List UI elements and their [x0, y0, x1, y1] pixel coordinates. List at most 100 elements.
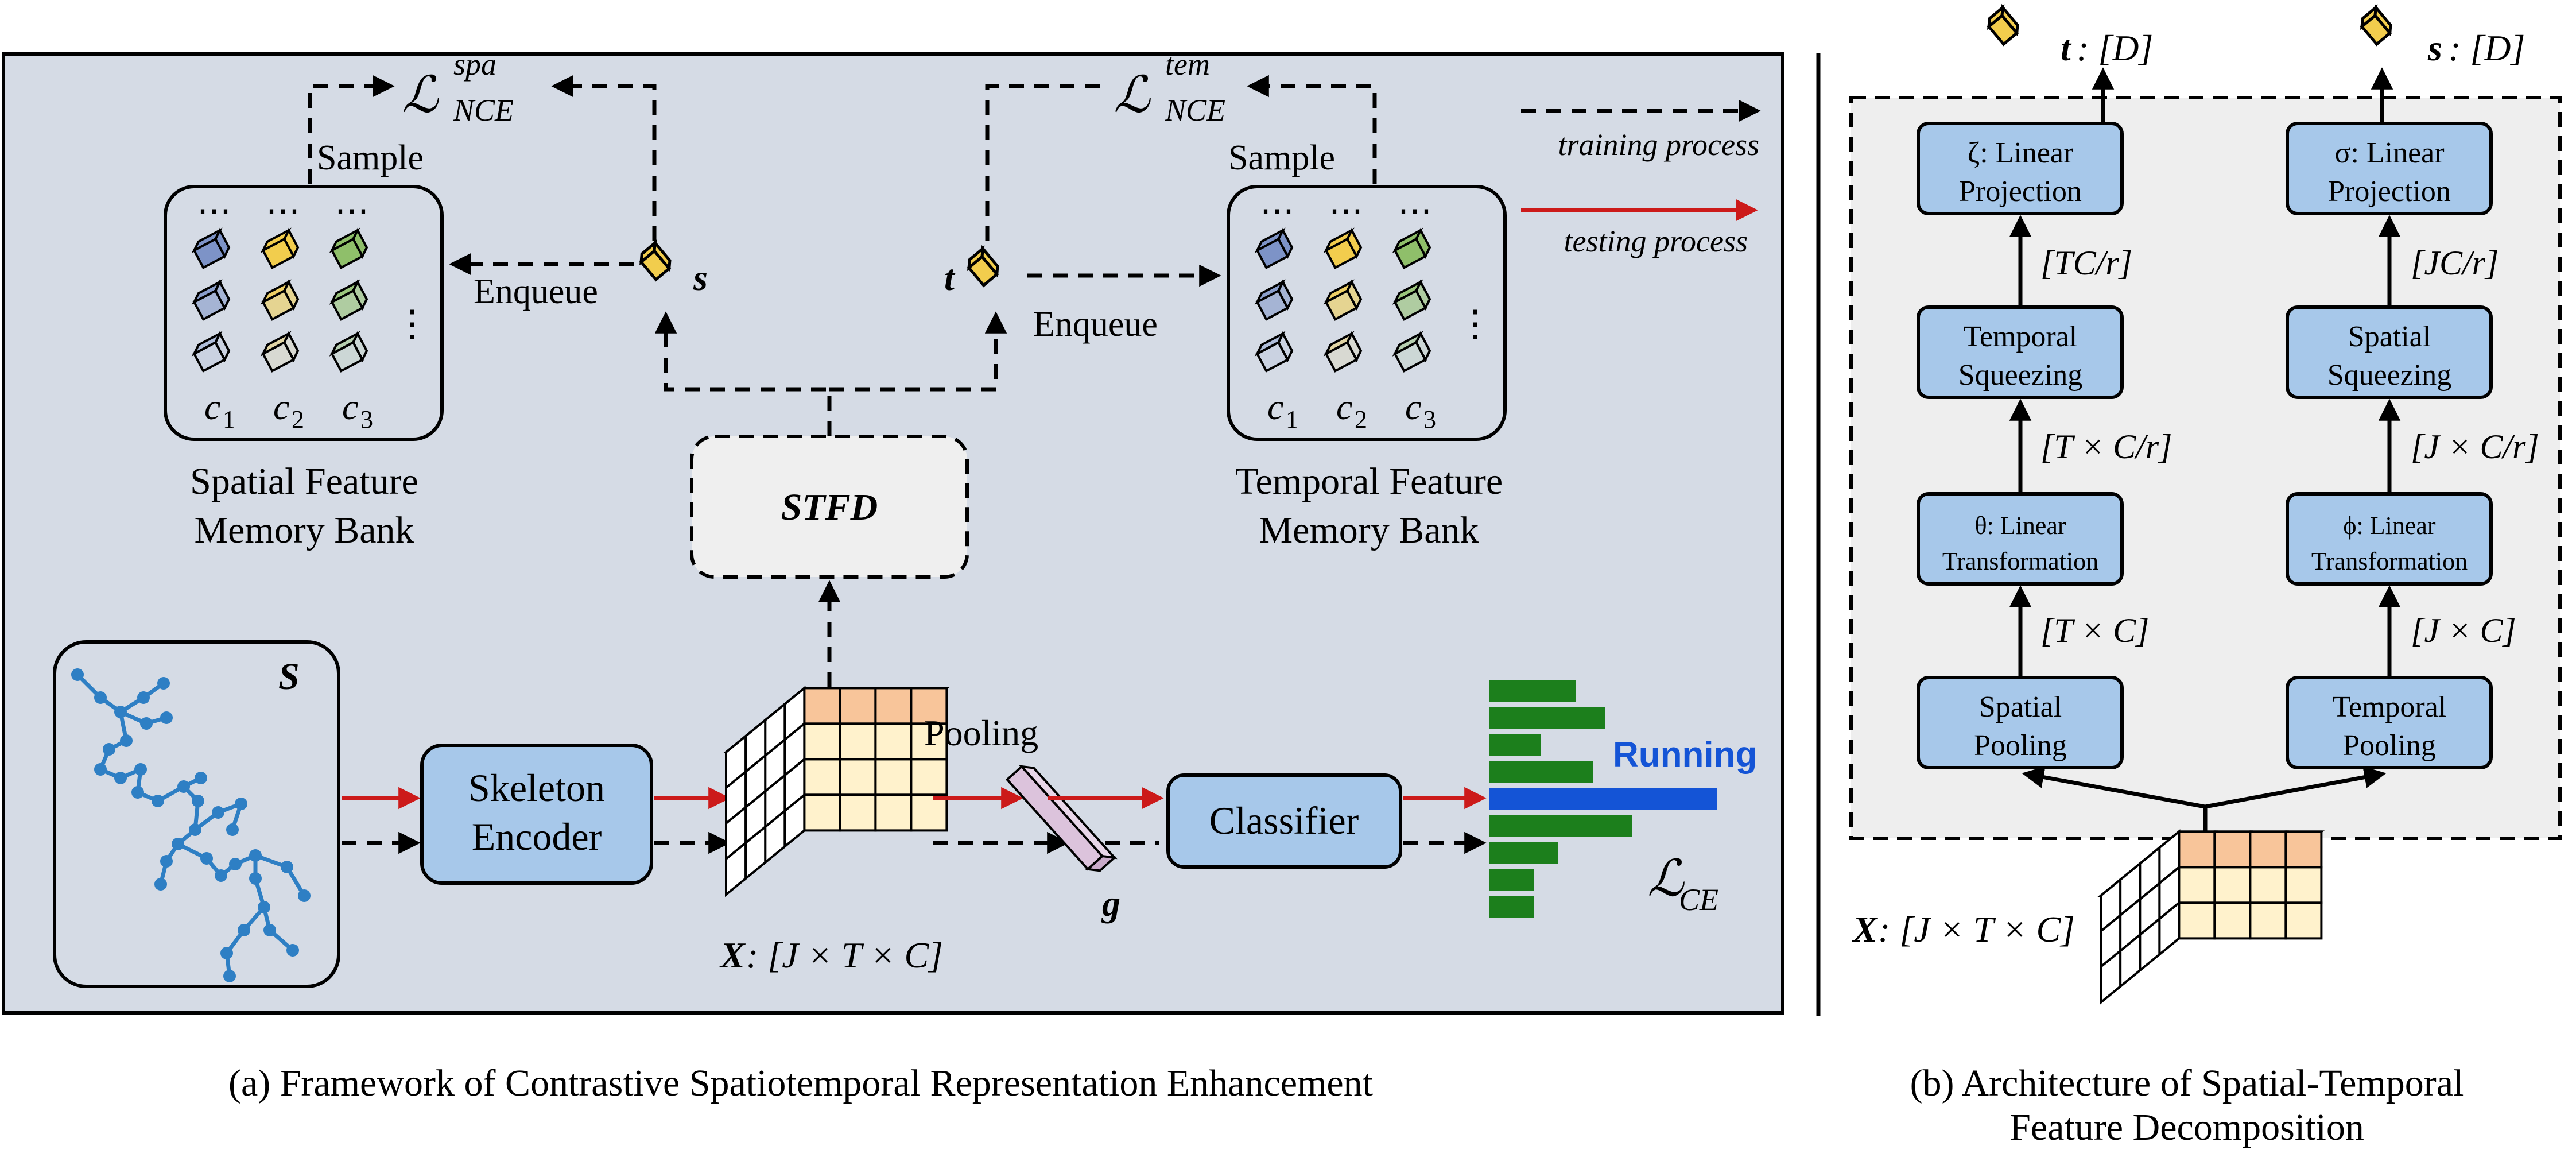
- zeta-projection-1: ζ: Linear: [1968, 137, 2074, 169]
- score-bar: [1489, 734, 1541, 756]
- sample-right-label: Sample: [1228, 138, 1335, 177]
- class-label: c: [1405, 386, 1421, 427]
- sigma-projection-1: σ: Linear: [2334, 137, 2444, 169]
- feature-grid-x: [723, 686, 951, 897]
- grid-front-cell: [2178, 830, 2216, 869]
- skeleton-joint: [134, 763, 147, 776]
- skeleton-joint: [189, 823, 201, 836]
- skeleton-joint: [154, 878, 167, 891]
- skeleton-joint: [120, 734, 133, 747]
- skeleton-joint: [103, 743, 115, 756]
- memory-cube: [1323, 331, 1363, 373]
- theta-transformation-1: θ: Linear: [1974, 512, 2066, 540]
- grid-front-cell: [874, 722, 913, 761]
- phi-transformation-2: Transformation: [2311, 547, 2468, 575]
- spatial-pooling-1: Spatial: [1979, 691, 2062, 723]
- temporal-pooling-2: Pooling: [2343, 729, 2436, 762]
- left-dim-top: [TC/r]: [2040, 244, 2132, 282]
- classifier-box: [1166, 773, 1402, 869]
- skeleton-joint: [215, 869, 227, 882]
- sample-left-label: Sample: [317, 138, 424, 177]
- spatial-pooling-box: [1917, 676, 2124, 769]
- skeleton-joint: [235, 798, 247, 810]
- class-score-bars: [1489, 680, 1717, 918]
- skeleton-joint: [258, 901, 270, 913]
- memory-cube: [1254, 227, 1294, 269]
- memory-cube: [191, 227, 231, 269]
- class-label: c: [1336, 386, 1352, 427]
- skeleton-joint: [71, 668, 84, 681]
- running-label: Running: [1613, 735, 1757, 775]
- theta-transformation-box: [1917, 492, 2124, 586]
- caption-b-2: Feature Decomposition: [2009, 1106, 2364, 1148]
- legend: training process testing process: [1521, 99, 1761, 258]
- class-label: c: [1267, 386, 1283, 427]
- skeleton-joint: [152, 795, 164, 807]
- score-bar: [1489, 842, 1558, 864]
- phi-transformation-1: ϕ: Linear: [2343, 512, 2436, 540]
- skeleton-joint: [220, 947, 233, 959]
- score-bar: [1489, 869, 1534, 891]
- skeleton-joint: [160, 711, 173, 724]
- grid-front-cell: [803, 687, 841, 725]
- phi-transformation-box: [2286, 492, 2493, 586]
- skeleton-joint: [114, 706, 127, 718]
- spatial-squeezing-1: Spatial: [2348, 320, 2431, 353]
- sigma-projection-box: [2286, 122, 2493, 215]
- skeleton-joint: [114, 772, 127, 784]
- s-label: s: [693, 257, 708, 298]
- grid-front-cell: [2213, 830, 2252, 869]
- grid-front-cell: [803, 793, 841, 832]
- right-dim-top: [JC/r]: [2411, 244, 2499, 282]
- memory-cube: [1392, 227, 1431, 269]
- grid-front-cell: [839, 758, 877, 796]
- class-label: c: [273, 386, 289, 427]
- memory-cube: [1392, 331, 1431, 373]
- grid-front-cell: [2284, 830, 2323, 869]
- memory-cube: [1254, 279, 1294, 321]
- spatial-pooling-2: Pooling: [1974, 729, 2067, 762]
- legend-training-text: training process: [1558, 127, 1760, 162]
- grid-front-cell: [2213, 901, 2252, 940]
- skeleton-joint: [94, 763, 107, 776]
- temporal-pooling-box: [2286, 676, 2493, 769]
- bank-dots: ⋯: [1398, 192, 1432, 230]
- feature-grid-x-b: [2097, 829, 2325, 1005]
- temporal-bank-title-2: Memory Bank: [1259, 509, 1479, 551]
- grid-front-cell: [910, 758, 948, 796]
- temporal-bank-title-1: Temporal Feature: [1235, 460, 1503, 502]
- right-dim-bot: [J × C]: [2411, 611, 2516, 649]
- memory-cube: [191, 331, 231, 373]
- x-label-bold: X: [719, 935, 746, 976]
- caption-a: (a) Framework of Contrastive Spatiotempo…: [228, 1062, 1373, 1104]
- skeleton-joint: [263, 924, 276, 936]
- t-label: t: [944, 257, 956, 298]
- skeleton-joint: [229, 858, 242, 870]
- grid-front-cell: [2249, 866, 2287, 904]
- right-dim-mid: [J × C/r]: [2411, 428, 2539, 466]
- skeleton-joint: [249, 872, 262, 885]
- score-bar: [1489, 761, 1593, 783]
- grid-front-cell: [803, 758, 841, 796]
- grid-front-cell: [2284, 866, 2323, 904]
- pooled-feature-bar: [1005, 765, 1118, 872]
- spatial-bank-title-1: Spatial Feature: [190, 460, 418, 502]
- spa-sample-loop: [308, 75, 395, 184]
- spatial-memory-bank: [164, 185, 444, 441]
- skeleton-joint: [140, 717, 153, 730]
- grid-front-cell: [2249, 830, 2287, 869]
- class-label-sub: 3: [1423, 405, 1436, 433]
- class-label-sub: 2: [1355, 405, 1367, 433]
- loss-spa-main: ℒ: [402, 68, 439, 123]
- bank-dots: ⋯: [197, 192, 231, 230]
- skeleton-joint: [160, 855, 173, 868]
- skeleton-joint: [200, 852, 213, 865]
- class-label-sub: 2: [292, 405, 304, 433]
- skeleton-joint: [157, 677, 170, 690]
- output-s-bold: s: [2427, 28, 2442, 68]
- bank-dots: ⋯: [1329, 192, 1363, 230]
- stfd-to-t-arrow: [829, 311, 1007, 392]
- score-bar: [1489, 680, 1576, 702]
- skeleton-joint: [177, 780, 190, 793]
